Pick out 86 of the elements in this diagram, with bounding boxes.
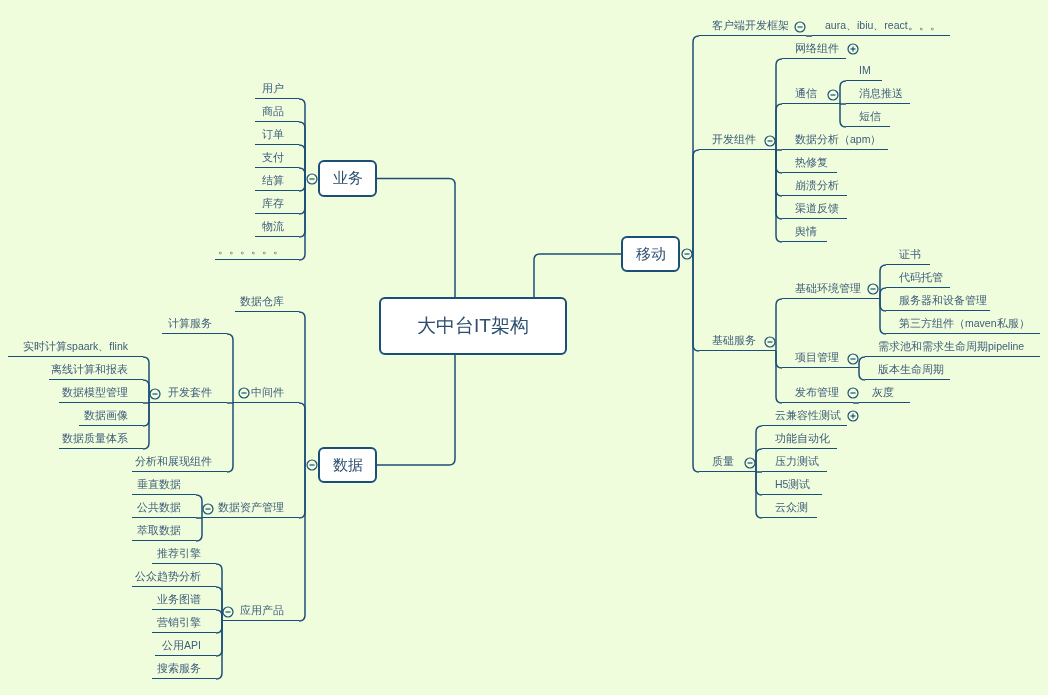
- subtopic-label: 萃取数据: [132, 521, 196, 541]
- connector-line: [142, 402, 150, 404]
- subtopic-label: 代码托管: [886, 268, 950, 288]
- subtopic-label: 功能自动化: [762, 429, 837, 449]
- connector-line: [692, 149, 700, 255]
- subtopic-label: 公共数据: [132, 498, 196, 518]
- subtopic-label: 数据仓库: [235, 292, 299, 312]
- connector-line: [376, 177, 456, 298]
- subtopic-label: 崩溃分析: [782, 176, 847, 196]
- connector-line: [195, 494, 203, 519]
- subtopic-label: 数据质量体系: [59, 429, 143, 449]
- subtopic-label: 数据分析（apm）: [782, 130, 888, 150]
- subtopic-label: 第三方组件（maven私服）: [886, 314, 1040, 334]
- subtopic-label: 实时计算spaark、flink: [8, 337, 143, 357]
- connector-line: [775, 350, 783, 404]
- connector-line: [839, 103, 847, 105]
- subtopic-label: 业务图谱: [152, 590, 216, 610]
- subtopic-label: 服务器和设备管理: [886, 291, 990, 311]
- subtopic-label: 物流: [255, 217, 299, 237]
- subtopic-label: 灰度: [859, 383, 910, 403]
- subtopic-label: 公众趋势分析: [132, 567, 216, 587]
- subtopic-label: 公用API: [155, 636, 216, 656]
- connector-line: [226, 402, 234, 473]
- connector-line: [839, 103, 847, 128]
- subtopic-label: 数据画像: [79, 406, 143, 426]
- subtopic-label: 舆情: [782, 222, 827, 242]
- connector-line: [858, 356, 866, 369]
- connector-line: [298, 402, 306, 466]
- subtopic-label: 短信: [846, 107, 890, 127]
- topic-box: 数据: [318, 447, 377, 483]
- connector-line: [142, 402, 150, 450]
- subtopic-label: 用户: [255, 79, 299, 99]
- subtopic-label: 营销引擎: [152, 613, 216, 633]
- topic-box: 移动: [621, 236, 680, 272]
- subtopic-label: 离线计算和报表: [49, 360, 143, 380]
- subtopic-label: aura、ibiu、react。。。: [812, 16, 950, 36]
- connector-line: [142, 379, 150, 404]
- central-topic-box: 大中台IT架构: [379, 297, 567, 355]
- subtopic-label: 计算服务: [162, 314, 227, 334]
- subtopic-label: 支付: [255, 148, 299, 168]
- subtopic-label: 搜索服务: [152, 659, 216, 679]
- connector-line: [755, 471, 763, 473]
- connector-line: [226, 402, 234, 404]
- subtopic-label: H5测试: [762, 475, 822, 495]
- subtopic-label: 分析和展现组件: [132, 452, 227, 472]
- connector-line: [376, 354, 456, 466]
- connector-line: [775, 298, 783, 352]
- subtopic-label: 数据模型管理: [59, 383, 143, 403]
- subtopic-label: 推荐引擎: [152, 544, 216, 564]
- connector-line: [858, 367, 866, 381]
- subtopic-label: 渠道反馈: [782, 199, 847, 219]
- connector-line: [195, 517, 203, 542]
- connector-line: [839, 80, 847, 105]
- subtopic-label: 版本生命周期: [865, 360, 950, 380]
- subtopic-label: 云众测: [762, 498, 817, 518]
- connector-line: [755, 471, 763, 519]
- subtopic-label: 订单: [255, 125, 299, 145]
- connector-line: [298, 464, 306, 622]
- connector-line: [879, 287, 887, 300]
- connector-line: [805, 35, 813, 37]
- subtopic-label: 消息推送: [846, 84, 910, 104]
- subtopic-label: 热修复: [782, 153, 837, 173]
- connector-line: [226, 333, 234, 404]
- connector-line: [215, 609, 223, 622]
- connector-line: [755, 448, 763, 473]
- connector-line: [692, 253, 700, 473]
- connector-line: [879, 298, 887, 335]
- connector-line: [195, 517, 203, 519]
- subtopic-label: 云兼容性测试: [762, 406, 847, 426]
- connector-line: [533, 253, 622, 298]
- connector-line: [775, 103, 783, 151]
- subtopic-label: 库存: [255, 194, 299, 214]
- subtopic-label: 压力测试: [762, 452, 827, 472]
- subtopic-label: 。。。。。。: [215, 240, 299, 260]
- subtopic-label: 需求池和需求生命周期pipeline: [865, 337, 1040, 357]
- connector-line: [215, 620, 223, 680]
- topic-box: 业务: [318, 160, 377, 197]
- connector-line: [852, 402, 860, 404]
- connector-line: [775, 149, 783, 243]
- subtopic-label: 商品: [255, 102, 299, 122]
- subtopic-label: 证书: [886, 245, 930, 265]
- subtopic-label: 网络组件: [782, 39, 846, 59]
- subtopic-label: 垂直数据: [132, 475, 196, 495]
- subtopic-label: 结算: [255, 171, 299, 191]
- connector-line: [775, 149, 783, 151]
- subtopic-label: IM: [846, 61, 882, 81]
